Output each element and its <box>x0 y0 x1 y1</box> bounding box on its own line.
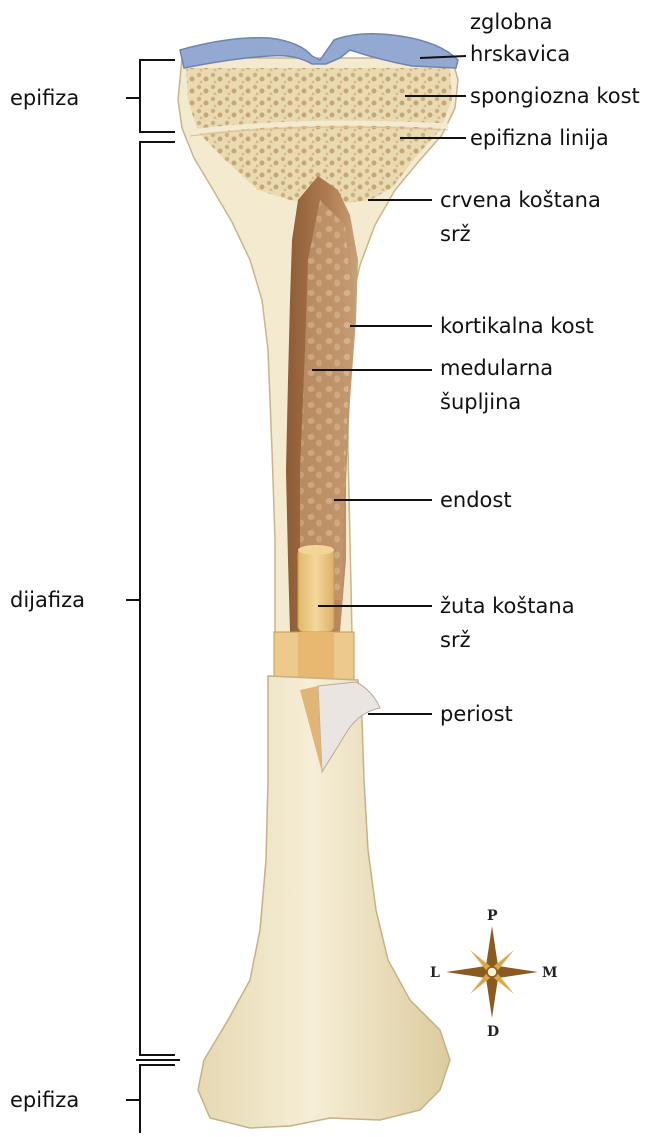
label-medularna-2: šupljina <box>440 388 521 416</box>
bracket-dijafiza <box>140 142 175 1055</box>
label-epifiza-bottom: epifiza <box>10 1086 79 1114</box>
label-zglobna-1: zglobna <box>470 8 553 36</box>
label-epifiza-top: epifiza <box>10 84 79 112</box>
compass-north: P <box>487 908 498 924</box>
compass-east: M <box>542 965 558 981</box>
label-epifizna-linija: epifizna linija <box>470 124 609 152</box>
label-crvena-srz-2: srž <box>440 220 471 248</box>
label-medularna-1: medularna <box>440 354 553 382</box>
label-endost: endost <box>440 486 512 514</box>
compass-south: D <box>487 1024 499 1040</box>
label-crvena-srz-1: crvena koštana <box>440 186 601 214</box>
label-kortikalna-kost: kortikalna kost <box>440 312 594 340</box>
label-periost: periost <box>440 700 513 728</box>
label-zuta-srz-1: žuta koštana <box>440 592 575 620</box>
compass-west: L <box>430 965 440 981</box>
region-brackets <box>126 60 180 1133</box>
bracket-epifiza-top <box>140 60 175 132</box>
label-zglobna-2: hrskavica <box>470 40 570 68</box>
compass-rose: P D L M <box>430 908 558 1040</box>
label-dijafiza: dijafiza <box>10 586 85 614</box>
bracket-epifiza-bottom <box>140 1065 175 1133</box>
yellow-marrow <box>298 548 334 632</box>
label-zuta-srz-2: srž <box>440 626 471 654</box>
label-spongiozna-kost: spongiozna kost <box>470 82 640 110</box>
